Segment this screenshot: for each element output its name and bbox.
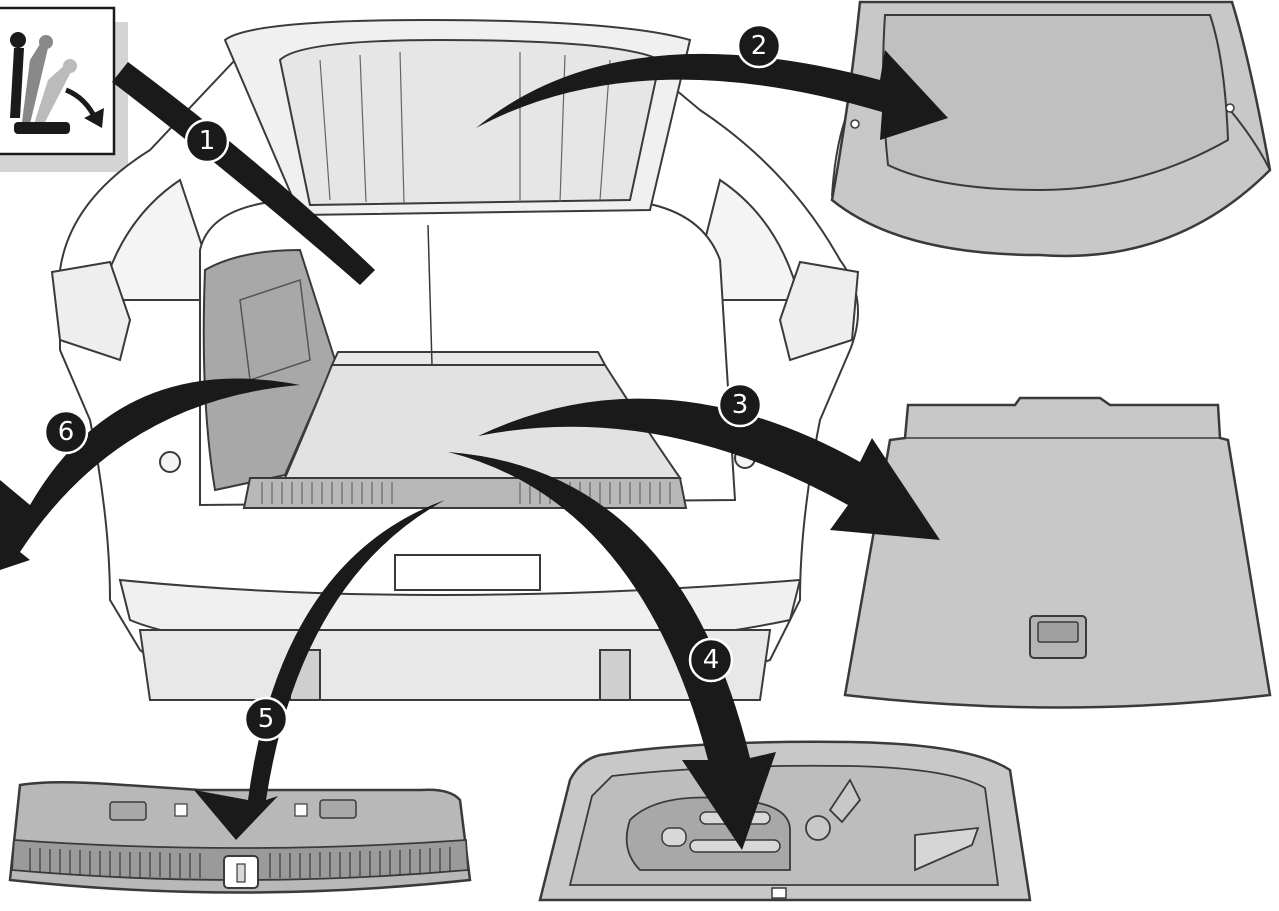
callout-label-5: 5: [258, 704, 275, 734]
callout-label-1: 1: [199, 126, 216, 156]
plate-recess: [395, 555, 540, 590]
callout-badge-5: 5: [245, 698, 287, 740]
callout-label-3: 3: [732, 390, 749, 420]
callout-badge-6: 6: [45, 411, 87, 453]
storage-tray: [540, 742, 1030, 900]
callout-label-6: 6: [58, 417, 75, 447]
callout-label-2: 2: [751, 31, 768, 61]
callout-badge-3: 3: [719, 384, 761, 426]
callout-badge-1: 1: [186, 120, 228, 162]
callout-badge-2: 2: [738, 25, 780, 67]
callout-label-4: 4: [703, 645, 720, 675]
callout-badge-4: 4: [690, 639, 732, 681]
boot-floor-panel: [845, 398, 1270, 708]
seat-fold-icon: [0, 8, 128, 172]
